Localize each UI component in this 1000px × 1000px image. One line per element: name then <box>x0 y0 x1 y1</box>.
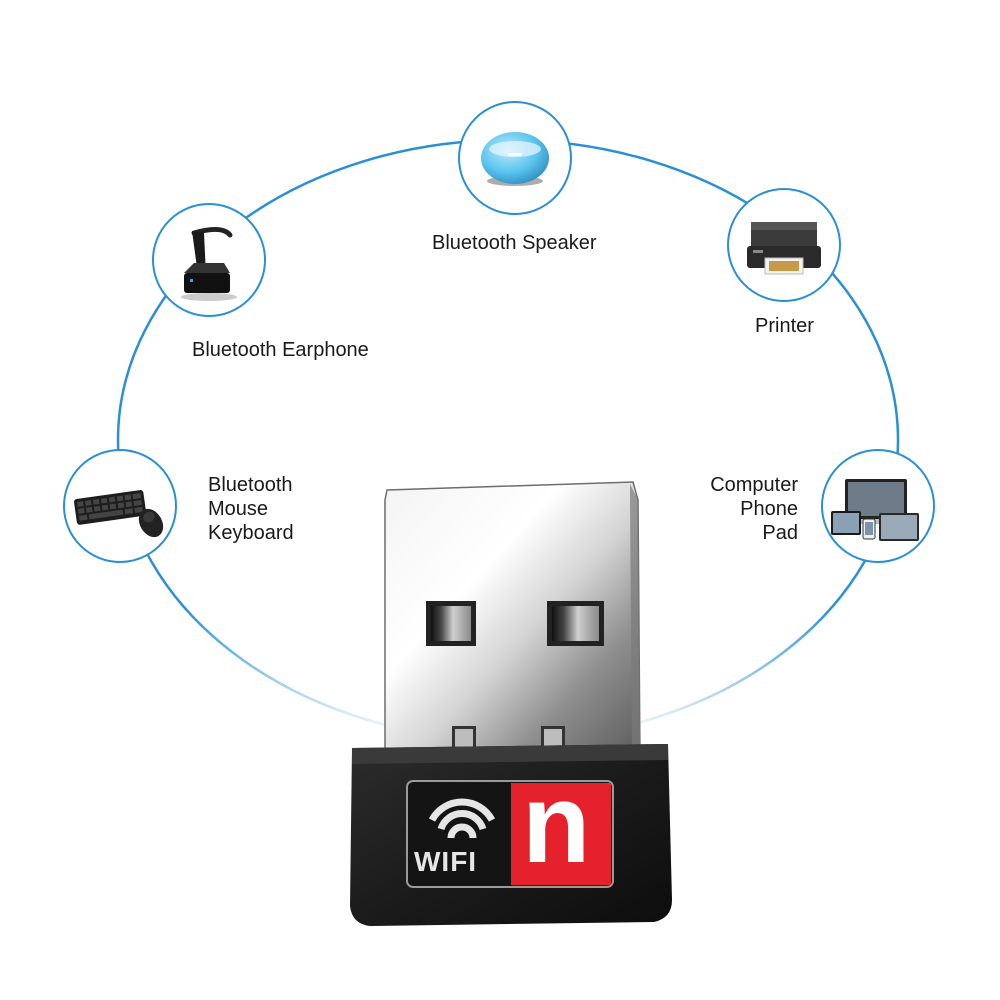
keyboard-label-line-1: Bluetooth <box>208 474 293 496</box>
keyboard-circle <box>63 449 177 563</box>
wifi-badge-text: WIFI <box>414 846 478 877</box>
earphone-label: Bluetooth Earphone <box>192 339 369 361</box>
keyboard-mouse-icon <box>74 490 164 538</box>
computer-phone-pad-icon <box>831 479 919 541</box>
printer-label: Printer <box>755 315 814 337</box>
bluetooth-earphone-icon <box>181 227 237 301</box>
printer-icon <box>747 222 821 275</box>
keyboard-label-line-3: Keyboard <box>208 522 294 544</box>
computer-label-line-3: Pad <box>762 522 798 544</box>
printer-circle <box>727 188 841 302</box>
bluetooth-speaker-icon <box>481 132 549 186</box>
keyboard-label: Bluetooth Mouse Keyboard <box>208 473 294 545</box>
computer-label: Computer Phone Pad <box>698 473 798 545</box>
computer-circle <box>821 449 935 563</box>
computer-label-line-1: Computer <box>710 474 798 496</box>
wifi-badge-letter: n <box>522 761 591 886</box>
speaker-circle <box>458 101 572 215</box>
computer-label-line-2: Phone <box>740 498 798 520</box>
keyboard-label-line-2: Mouse <box>208 498 269 520</box>
speaker-label: Bluetooth Speaker <box>432 232 597 254</box>
earphone-circle <box>152 203 266 317</box>
